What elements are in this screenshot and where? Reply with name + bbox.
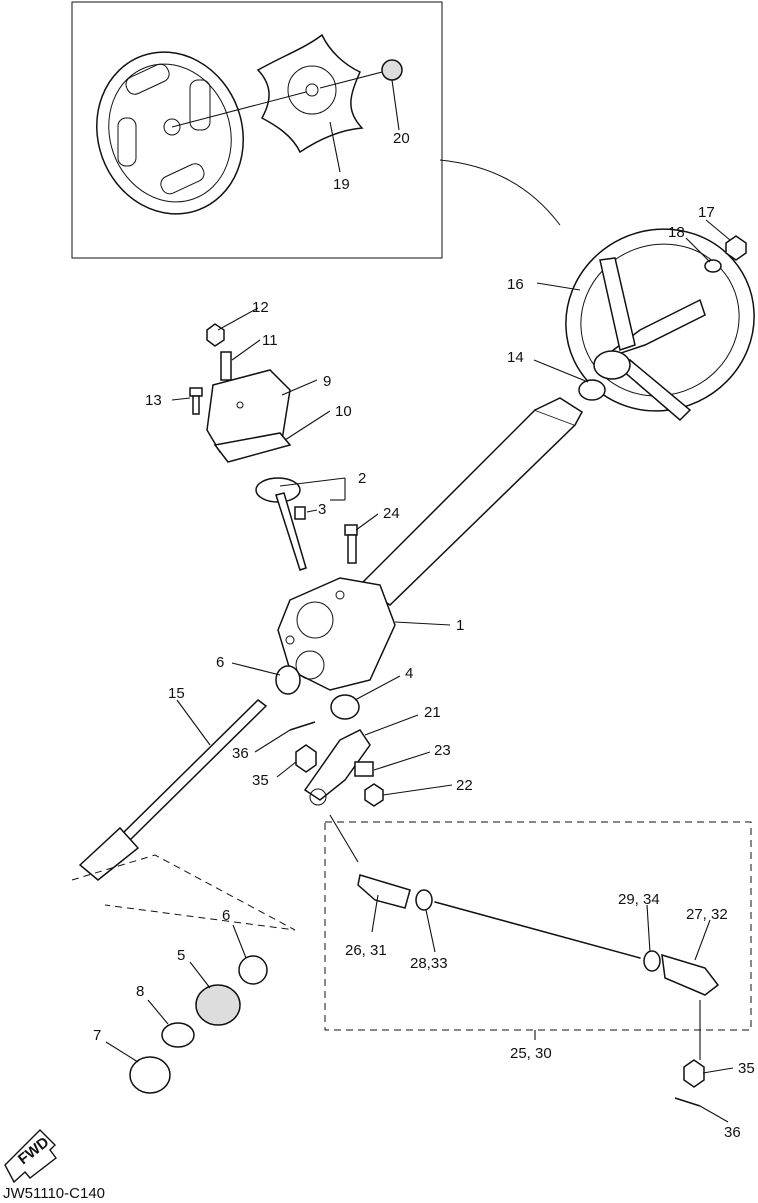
part-6-bearing-upper bbox=[275, 665, 301, 695]
part-7-seal bbox=[129, 1056, 171, 1094]
part-16-steering-wheel bbox=[565, 228, 755, 422]
part-35-nut-lower bbox=[683, 1059, 705, 1088]
label-18: 18 bbox=[668, 224, 685, 241]
part-25-tie-rod bbox=[434, 901, 641, 959]
part-19-wheel-cover bbox=[171, 33, 364, 154]
label-36-lower: 36 bbox=[724, 1124, 741, 1141]
part-21-pitman-arm bbox=[303, 729, 371, 806]
group-bracket-lower-left bbox=[71, 854, 296, 931]
part-14-bushing bbox=[578, 379, 606, 401]
part-27-tie-rod-end-right bbox=[661, 953, 720, 996]
label-11: 11 bbox=[262, 332, 278, 349]
label-12: 12 bbox=[252, 299, 269, 316]
label-3: 3 bbox=[318, 501, 326, 518]
inset-steering-wheel bbox=[96, 51, 244, 215]
part-8-washer bbox=[161, 1022, 195, 1048]
part-13-bolt bbox=[189, 387, 203, 415]
label-7: 7 bbox=[93, 1027, 101, 1044]
fwd-arrow-icon: FWD bbox=[4, 1129, 57, 1184]
label-16: 16 bbox=[507, 276, 524, 293]
inset-detail-box bbox=[71, 1, 561, 259]
part-35-nut-upper bbox=[295, 744, 317, 773]
part-28-nut bbox=[415, 889, 433, 911]
label-14: 14 bbox=[507, 349, 524, 366]
callout-labels: 20 19 17 18 16 14 12 11 13 9 10 2 3 24 1… bbox=[93, 130, 755, 1141]
part-36-cotter-pin-lower bbox=[674, 1097, 701, 1107]
label-25-30: 25, 30 bbox=[510, 1045, 552, 1062]
label-22: 22 bbox=[456, 777, 473, 794]
part-4-bushing bbox=[330, 694, 360, 720]
label-35-upper: 35 bbox=[252, 772, 269, 789]
part-11-stud bbox=[220, 351, 232, 381]
tie-rod-assembly-box bbox=[324, 821, 752, 1031]
label-29-34: 29, 34 bbox=[618, 891, 660, 908]
label-10: 10 bbox=[335, 403, 352, 420]
label-19: 19 bbox=[333, 176, 350, 193]
part-2-sector-shaft bbox=[255, 477, 307, 571]
label-5: 5 bbox=[177, 947, 185, 964]
part-10-gasket bbox=[213, 432, 292, 463]
label-4: 4 bbox=[405, 665, 413, 682]
part-3-screw bbox=[294, 506, 306, 520]
part-15-worm-shaft bbox=[78, 699, 268, 881]
label-15: 15 bbox=[168, 685, 185, 702]
part-24-bolt bbox=[344, 524, 358, 564]
label-9: 9 bbox=[323, 373, 331, 390]
label-6-lower: 6 bbox=[222, 907, 230, 924]
label-23: 23 bbox=[434, 742, 451, 759]
label-1: 1 bbox=[456, 617, 464, 634]
drawing-code: JW51110-C140 bbox=[3, 1185, 105, 1202]
label-35-lower: 35 bbox=[738, 1060, 755, 1077]
part-6-bearing-lower bbox=[238, 955, 268, 985]
part-17-nut bbox=[725, 235, 747, 261]
label-2: 2 bbox=[358, 470, 366, 487]
leader-lines bbox=[105, 79, 734, 1123]
part-26-tie-rod-end-left bbox=[357, 874, 411, 909]
part-1-steering-column bbox=[277, 397, 583, 691]
part-29-nut bbox=[643, 950, 661, 972]
label-20: 20 bbox=[393, 130, 410, 147]
part-5-worm-gear bbox=[195, 984, 241, 1026]
label-13: 13 bbox=[145, 392, 162, 409]
part-18-washer bbox=[704, 259, 722, 273]
label-17: 17 bbox=[698, 204, 715, 221]
label-26-31: 26, 31 bbox=[345, 942, 387, 959]
part-12-nut bbox=[206, 323, 225, 347]
part-36-cotter-pin-upper bbox=[289, 721, 316, 731]
label-36-upper: 36 bbox=[232, 745, 249, 762]
label-21: 21 bbox=[424, 704, 441, 721]
part-22-nut bbox=[364, 783, 384, 807]
part-23-lock-washer bbox=[354, 761, 374, 777]
label-8: 8 bbox=[136, 983, 144, 1000]
label-27-32: 27, 32 bbox=[686, 906, 728, 923]
label-6-upper: 6 bbox=[216, 654, 224, 671]
label-24: 24 bbox=[383, 505, 400, 522]
label-28-33: 28,33 bbox=[410, 955, 448, 972]
